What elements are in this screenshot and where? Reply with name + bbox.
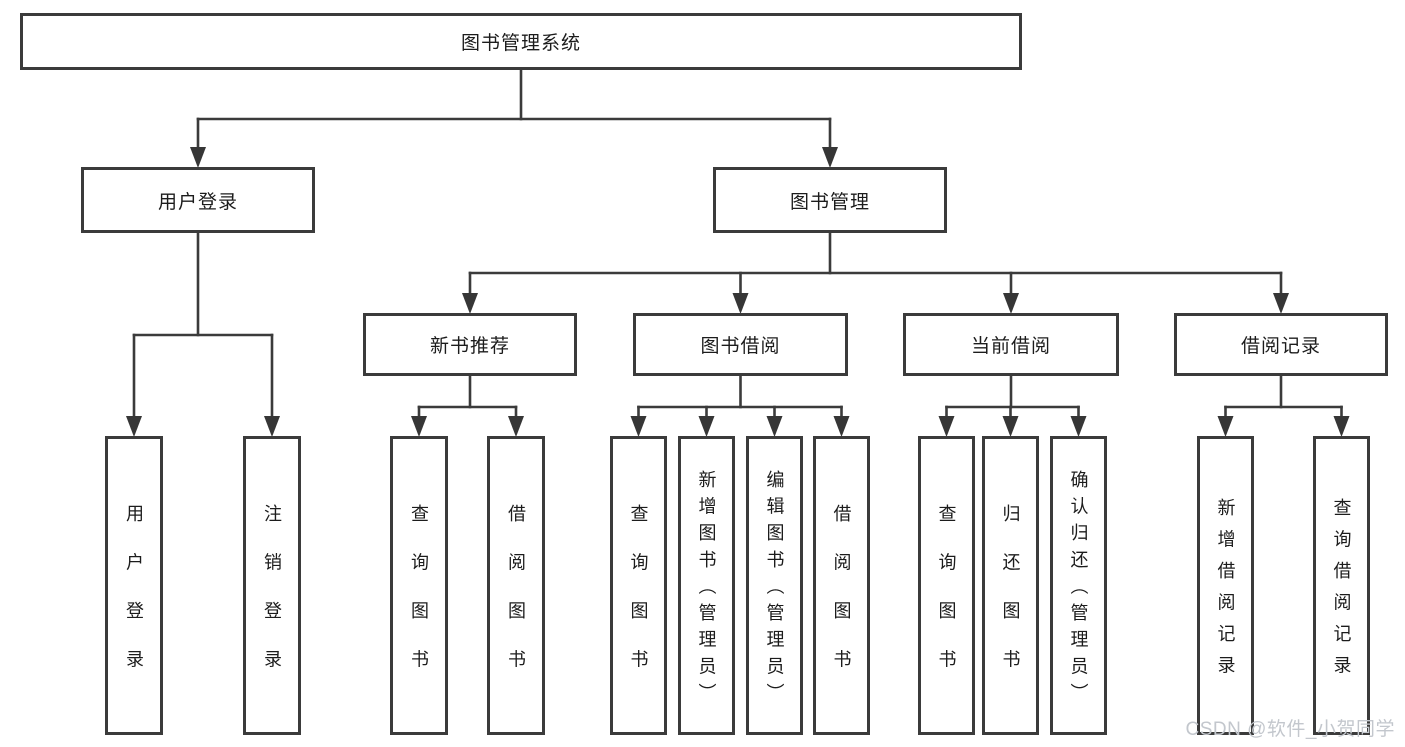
- node-new-book-recommend: 新书推荐: [363, 313, 577, 376]
- node-label: 编辑图书（管理员）: [764, 469, 785, 710]
- node-book-management: 图书管理: [713, 167, 947, 233]
- node-label: 借阅图书: [831, 503, 852, 698]
- node-book-borrowing: 图书借阅: [633, 313, 848, 376]
- node-leaf-query-books: 查询图书: [610, 436, 667, 735]
- node-leaf-borrow-books: 借阅图书: [487, 436, 545, 735]
- node-leaf-query-books: 查询图书: [390, 436, 448, 735]
- node-library-management-system: 图书管理系统: [20, 13, 1022, 70]
- node-user-login: 用户登录: [81, 167, 315, 233]
- node-label: 查询图书: [409, 503, 429, 698]
- node-leaf-confirm-return-admin: 确认归还（管理员）: [1050, 436, 1107, 735]
- node-label: 图书管理系统: [460, 33, 581, 54]
- node-label: 图书管理: [789, 191, 870, 213]
- node-label: 新增图书（管理员）: [696, 469, 717, 710]
- node-label: 注销登录: [262, 503, 282, 698]
- node-label: 确认归还（管理员）: [1068, 469, 1089, 710]
- csdn-watermark: CSDN @软件_小贺同学: [1185, 719, 1395, 740]
- node-label: 查询图书: [628, 503, 649, 698]
- node-leaf-return-books: 归还图书: [982, 436, 1039, 735]
- node-label: 借阅记录: [1240, 336, 1321, 357]
- node-label: 借阅图书: [506, 503, 526, 698]
- node-label: 当前借阅: [970, 336, 1051, 357]
- node-current-borrowing: 当前借阅: [903, 313, 1119, 376]
- node-borrow-records: 借阅记录: [1174, 313, 1388, 376]
- node-label: 图书借阅: [700, 336, 781, 357]
- node-leaf-query-borrow-record: 查询借阅记录: [1313, 436, 1370, 735]
- node-label: 用户登录: [157, 191, 238, 213]
- node-label: 用户登录: [124, 503, 144, 698]
- node-leaf-add-borrow-record: 新增借阅记录: [1197, 436, 1254, 735]
- node-label: 查询图书: [936, 503, 957, 698]
- node-leaf-user-login: 用户登录: [105, 436, 163, 735]
- node-leaf-add-books-admin: 新增图书（管理员）: [678, 436, 735, 735]
- node-leaf-edit-books-admin: 编辑图书（管理员）: [746, 436, 803, 735]
- node-label: 归还图书: [1000, 503, 1021, 698]
- node-label: 新增借阅记录: [1215, 497, 1236, 687]
- node-label: 新书推荐: [429, 336, 510, 357]
- node-leaf-borrow-books: 借阅图书: [813, 436, 870, 735]
- node-leaf-logout: 注销登录: [243, 436, 301, 735]
- node-label: 查询借阅记录: [1331, 497, 1352, 687]
- node-leaf-query-books: 查询图书: [918, 436, 975, 735]
